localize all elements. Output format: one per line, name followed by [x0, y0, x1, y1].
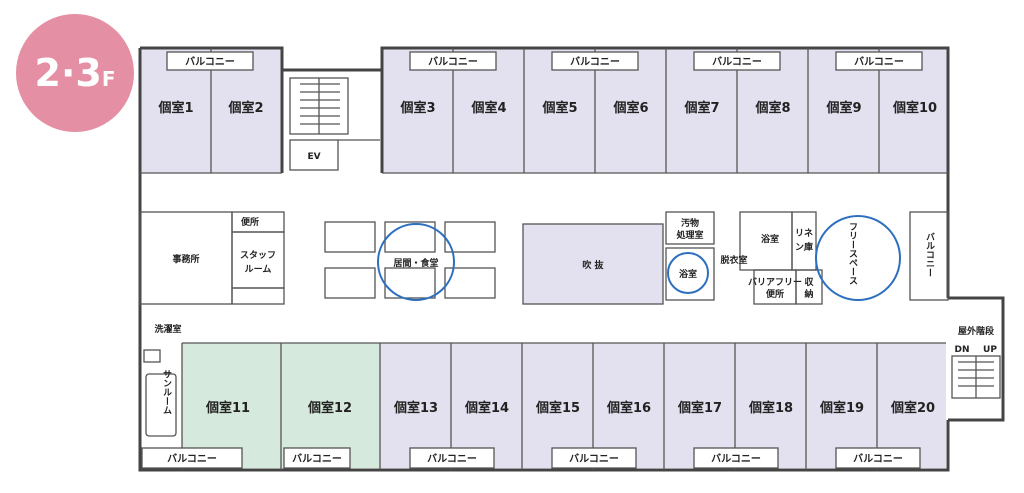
room-label: 個室20: [890, 400, 935, 416]
room-label: 個室9: [825, 100, 861, 116]
office-label: 事務所: [172, 253, 199, 265]
bath-label: 浴室: [761, 233, 779, 245]
linen-label-1: リネ: [795, 228, 813, 239]
bottom-room-fills: [182, 223, 946, 468]
balcony-label: バルコニー: [292, 453, 342, 465]
room-label: 個室11: [205, 400, 250, 416]
room-label: 個室10: [892, 100, 937, 116]
room-label: 個室16: [606, 400, 651, 416]
balconies-top: [166, 51, 923, 71]
balcony-label: バルコニー: [167, 453, 217, 465]
balcony-label: バルコニー: [428, 56, 478, 68]
room-label: 個室4: [470, 100, 506, 116]
stairs-up-label: UP: [983, 345, 997, 355]
room-label: 個室6: [612, 100, 648, 116]
balcony-labels: バルコニー バルコニー バルコニー バルコニー バルコニー バルコニー バルコニ…: [167, 56, 904, 465]
highlight-circles: [377, 215, 901, 301]
storage-label-1: 収: [804, 276, 814, 288]
changing-room-label: 脱衣室: [720, 254, 747, 266]
stairs-down-label: DN: [954, 345, 969, 355]
linen-label-2: ン庫: [795, 241, 813, 253]
balcony-vertical-label: バルコニー: [924, 232, 935, 277]
room-label: 個室2: [227, 100, 263, 116]
room-label: 個室3: [399, 100, 435, 116]
laundry-label: 洗濯室: [154, 323, 181, 335]
room-label: 個室1: [157, 100, 193, 116]
room-label: 個室13: [393, 400, 438, 416]
right-service: [665, 211, 1001, 399]
barrier-free-label-1: バリアフリー: [748, 277, 802, 288]
balcony-label: バルコニー: [712, 56, 762, 68]
staff-room-label-2: ルーム: [245, 264, 272, 275]
left-service: [139, 211, 285, 437]
room-label: 個室7: [683, 100, 719, 116]
room-label: 個室19: [819, 400, 864, 416]
center-labels: EV 事務所 便所 スタッフ ルーム 洗濯室 サンルーム 居間・食堂 吹 抜 汚…: [154, 152, 997, 415]
barrier-free-label-2: 便所: [766, 288, 784, 300]
room-label: 個室14: [464, 400, 509, 416]
soiled-room-label-1: 汚物: [681, 217, 699, 229]
toilet-label: 便所: [241, 216, 259, 228]
elevator-label: EV: [307, 152, 320, 162]
balcony-label: バルコニー: [854, 56, 904, 68]
balcony-label: バルコニー: [570, 56, 620, 68]
balcony-label: バルコニー: [569, 453, 619, 465]
room-label: 個室12: [307, 400, 352, 416]
floor-badge: 2·3F: [16, 14, 134, 132]
atrium-label: 吹 抜: [582, 259, 604, 271]
room-label: 個室15: [535, 400, 580, 416]
living-dining-label: 居間・食堂: [393, 257, 438, 269]
storage-label-2: 納: [804, 288, 813, 300]
room-label: 個室18: [748, 400, 793, 416]
balcony-label: バルコニー: [427, 453, 477, 465]
balcony-label: バルコニー: [711, 453, 761, 465]
floor-badge-number: 2·3: [34, 51, 102, 95]
balconies-bottom: [141, 447, 921, 469]
floor-badge-suffix: F: [101, 67, 116, 91]
sunroom-label: サンルーム: [161, 369, 172, 414]
balcony-label: バルコニー: [185, 56, 235, 68]
room-label: 個室17: [677, 400, 722, 416]
bottom-room-labels: 個室11 個室12 個室13 個室14 個室15 個室16 個室17 個室18 …: [205, 400, 935, 416]
top-room-labels: 個室1 個室2 個室3 個室4 個室5 個室6 個室7 個室8 個室9 個室10: [157, 100, 937, 116]
soiled-room-label-2: 処理室: [675, 229, 703, 241]
balcony-label: バルコニー: [853, 453, 903, 465]
outdoor-stairs-label: 屋外階段: [958, 325, 995, 337]
room-label: 個室5: [541, 100, 577, 116]
room-label: 個室8: [754, 100, 790, 116]
free-space-label: フリースペース: [847, 222, 858, 285]
staff-room-label-1: スタッフ: [240, 249, 276, 261]
bath-small-label: 浴室: [679, 268, 697, 280]
stair-core: [289, 77, 380, 171]
